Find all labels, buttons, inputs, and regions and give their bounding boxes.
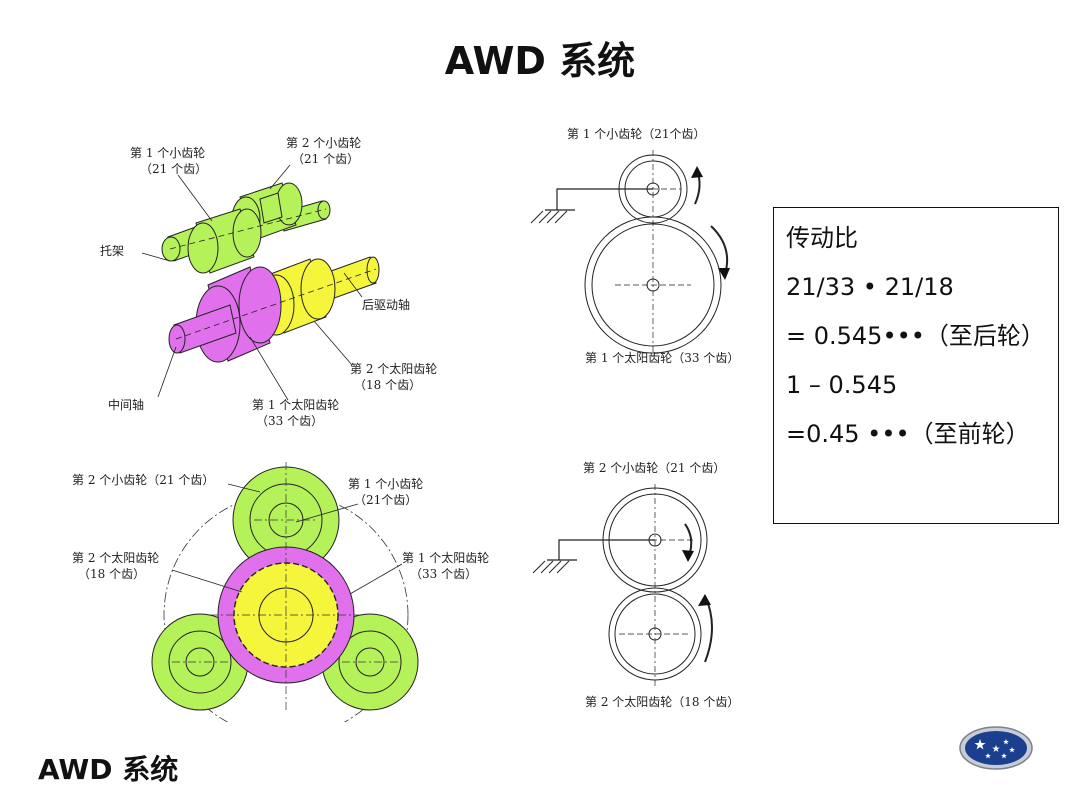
ratio-line-4: =0.45 •••（至前轮）	[786, 420, 1030, 448]
gearset-3d-diagram: 第 1 个小齿轮 （21 个齿） 第 2 个小齿轮 （21 个齿） 托架 后驱动…	[100, 136, 437, 428]
gearset-front-diagram: 第 2 个小齿轮（21 个齿） 第 1 个小齿轮 （21个齿） 第 2 个太阳齿…	[72, 462, 489, 722]
label-front-pinion2: 第 2 个小齿轮（21 个齿）	[72, 473, 214, 487]
label-3d-pinion2-teeth: （21 个齿）	[292, 152, 359, 166]
schematic2-top-label: 第 2 个小齿轮（21 个齿）	[583, 461, 725, 475]
schematic1-top-label: 第 1 个小齿轮（21个齿）	[567, 127, 706, 141]
subaru-logo-icon	[959, 726, 1033, 770]
page-title: AWD 系统	[444, 39, 636, 83]
label-3d-middle-shaft: 中间轴	[108, 397, 144, 412]
label-front-sun1: 第 1 个太阳齿轮	[402, 550, 489, 565]
label-3d-sun2: 第 2 个太阳齿轮	[350, 361, 437, 376]
label-front-pinion1: 第 1 个小齿轮	[348, 477, 423, 491]
ratio-line-3: 1 – 0.545	[786, 371, 898, 399]
label-3d-carrier: 托架	[100, 244, 124, 258]
label-3d-pinion1: 第 1 个小齿轮	[130, 146, 205, 160]
transmission-ratio-box: 传动比 21/33 • 21/18 = 0.545•••（至后轮） 1 – 0.…	[773, 207, 1059, 524]
footer-title: AWD 系统	[38, 753, 179, 786]
schematic-pinion1-sun1: 第 1 个小齿轮（21个齿） 第 1 个太阳齿轮（33 个齿）	[530, 127, 739, 365]
label-front-sun1-teeth: （33 个齿）	[410, 567, 477, 581]
label-front-sun2: 第 2 个太阳齿轮	[72, 550, 159, 565]
label-3d-rear-shaft: 后驱动轴	[362, 297, 410, 312]
label-front-sun2-teeth: （18 个齿）	[78, 567, 145, 581]
ratio-heading: 传动比	[786, 224, 858, 252]
label-front-pinion1-teeth: （21个齿）	[354, 493, 417, 507]
label-3d-pinion1-teeth: （21 个齿）	[140, 162, 207, 176]
label-3d-sun1: 第 1 个太阳齿轮	[252, 397, 339, 412]
schematic2-bottom-label: 第 2 个太阳齿轮（18 个齿）	[585, 694, 739, 709]
label-3d-pinion2: 第 2 个小齿轮	[286, 136, 361, 150]
ratio-line-1: 21/33 • 21/18	[786, 273, 954, 301]
schematic-pinion2-sun2: 第 2 个小齿轮（21 个齿） 第 2 个太阳齿轮（18 个齿）	[532, 461, 739, 709]
label-3d-sun2-teeth: （18 个齿）	[354, 378, 421, 392]
ratio-line-2: = 0.545•••（至后轮）	[786, 322, 1045, 350]
label-3d-sun1-teeth: （33 个齿）	[256, 414, 323, 428]
schematic1-bottom-label: 第 1 个太阳齿轮（33 个齿）	[585, 350, 739, 365]
